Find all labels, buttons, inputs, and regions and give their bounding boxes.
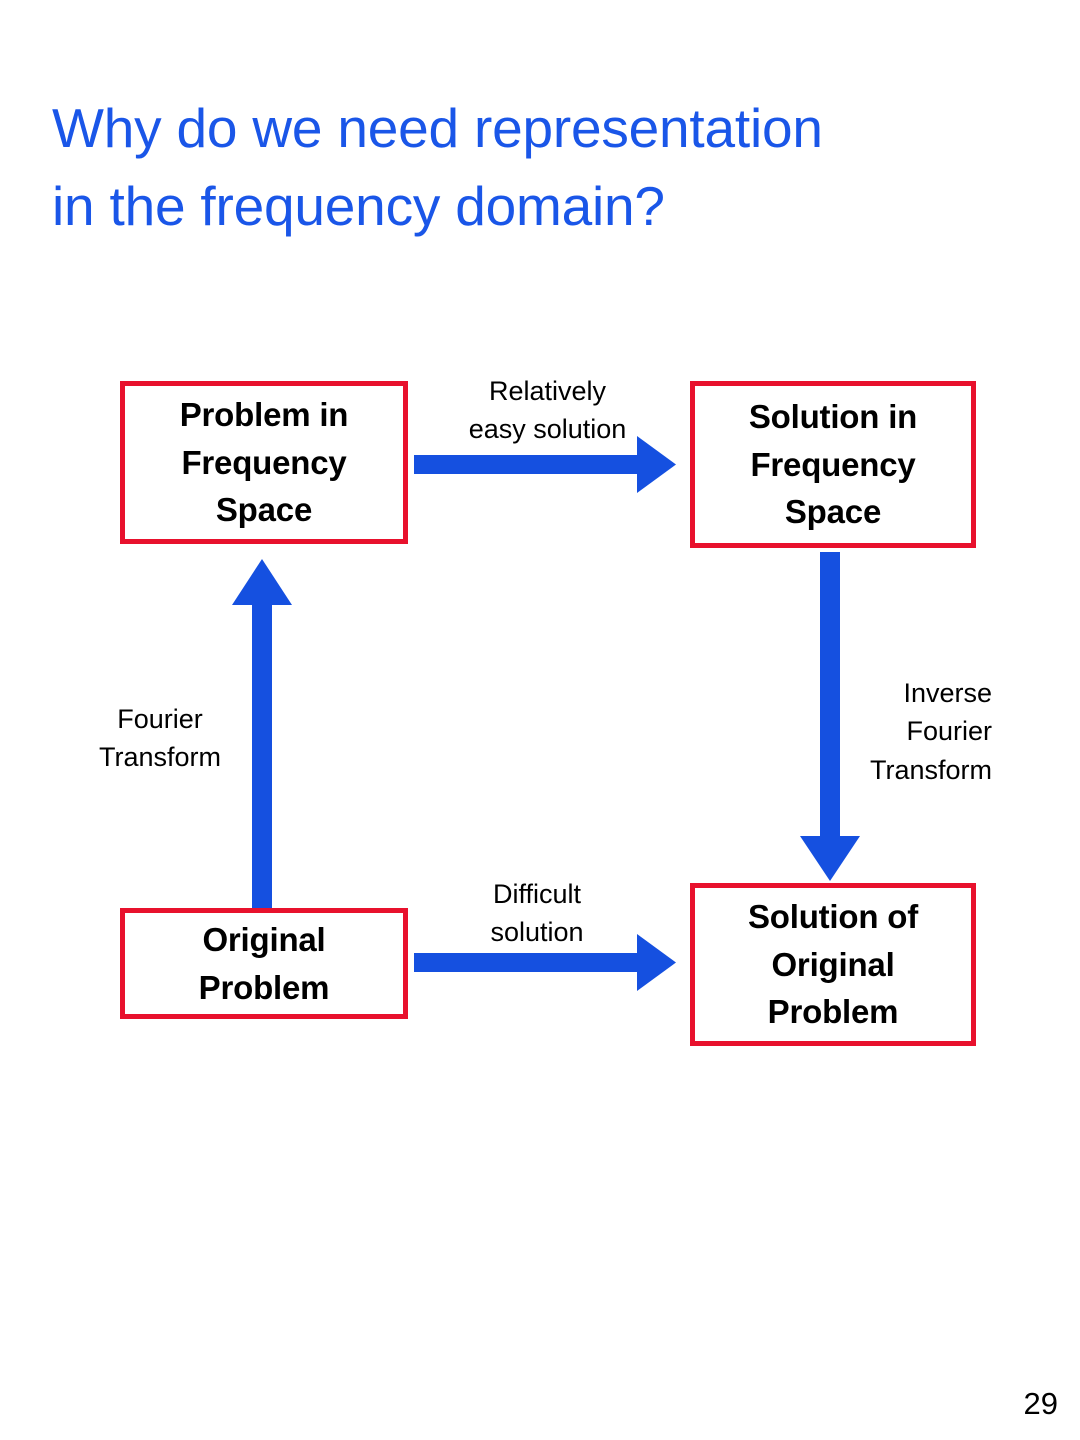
edge-label-fourier-transform: Fourier Transform (98, 704, 221, 773)
page-title: Why do we need representation in the fre… (52, 96, 823, 237)
node-label: Solution of Original Problem (747, 898, 919, 1031)
node-label: Original Problem (198, 920, 330, 1006)
node-solution-in-frequency-space[interactable]: Solution in Frequency Space (690, 381, 976, 548)
node-label: Solution in Frequency Space (748, 398, 918, 531)
node-solution-of-original-problem[interactable]: Solution of Original Problem (690, 883, 976, 1046)
edge-label-difficult-solution: Difficult solution (490, 879, 584, 948)
page-number: 29 (1023, 1386, 1058, 1421)
node-original-problem[interactable]: Original Problem (120, 908, 408, 1019)
edge-label-relatively-easy-solution: Relatively easy solution (468, 376, 627, 445)
edge-label-inverse-fourier-transform: Inverse Fourier Transform (869, 678, 992, 785)
node-label: Problem in Frequency Space (179, 396, 349, 529)
node-problem-in-frequency-space[interactable]: Problem in Frequency Space (120, 381, 408, 544)
